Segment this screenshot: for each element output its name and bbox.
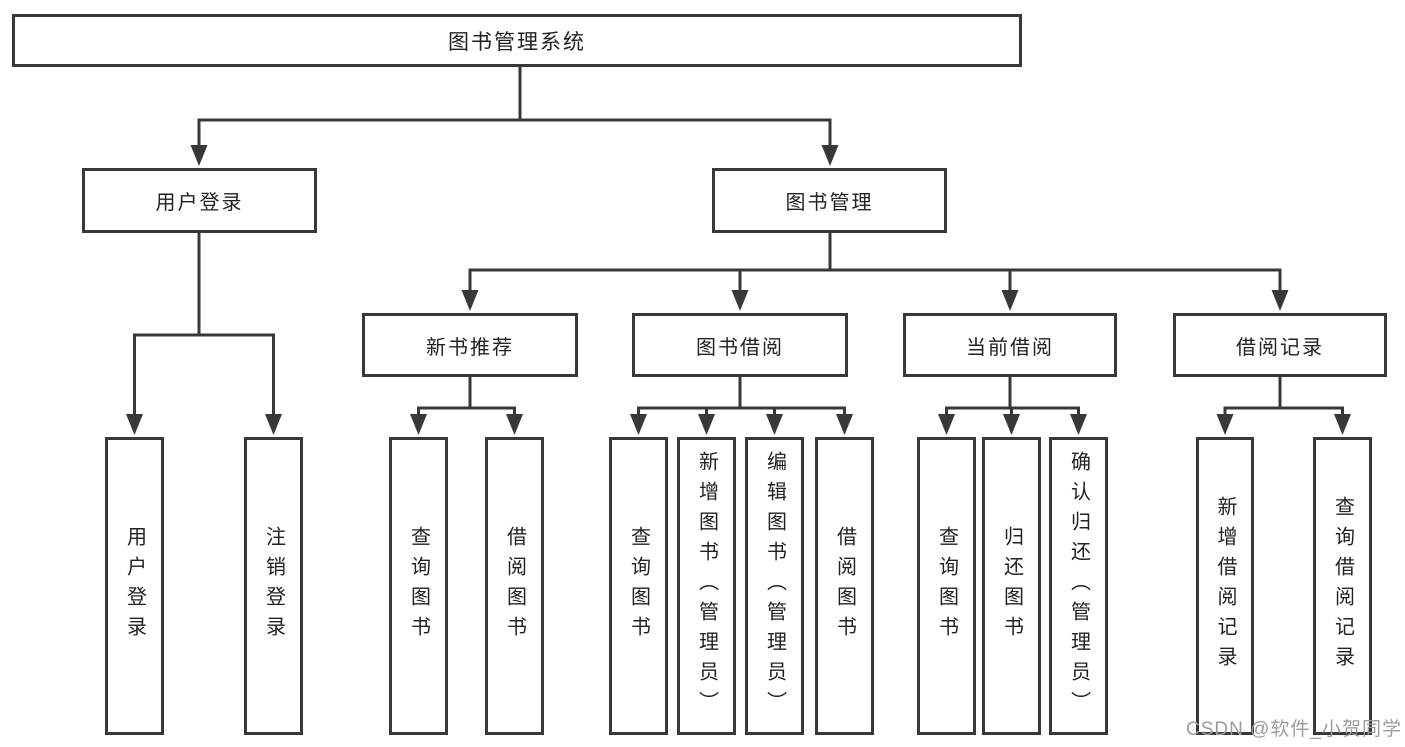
node-book-management: 图书管理: [712, 168, 947, 233]
arrowhead-down-icon: [126, 414, 143, 435]
leaf-logout: 注销登录: [244, 437, 303, 735]
arrowhead-down-icon: [1001, 290, 1019, 311]
leaf-add-borrow-record-label: 新增借阅记录: [1214, 496, 1236, 676]
node-borrow-records: 借阅记录: [1173, 313, 1387, 377]
node-new-book-recommend: 新书推荐: [362, 313, 578, 377]
leaf-query-book-1: 查询图书: [389, 437, 448, 735]
arrowhead-down-icon: [410, 414, 427, 435]
arrowhead-down-icon: [821, 145, 839, 166]
node-user-login: 用户登录: [82, 168, 317, 233]
leaf-borrow-book-1-label: 借阅图书: [503, 526, 526, 646]
leaf-user-login: 用户登录: [105, 437, 164, 735]
node-book-management-label: 图书管理: [785, 192, 874, 214]
leaf-query-book-2-label: 查询图书: [627, 526, 650, 646]
arrowhead-down-icon: [836, 414, 853, 435]
leaf-edit-book-admin: 编辑图书（管理员）: [745, 437, 804, 735]
leaf-query-book-3-label: 查询图书: [935, 526, 958, 646]
arrowhead-down-icon: [190, 145, 208, 166]
node-borrow-records-label: 借阅记录: [1236, 336, 1324, 359]
arrowhead-down-icon: [1334, 414, 1351, 435]
arrowhead-down-icon: [766, 414, 783, 435]
leaf-query-book-1-label: 查询图书: [407, 526, 430, 646]
leaf-edit-book-admin-label: 编辑图书（管理员）: [763, 451, 786, 721]
leaf-confirm-return-admin: 确认归还（管理员）: [1049, 437, 1108, 735]
node-book-borrow-label: 图书借阅: [696, 336, 784, 359]
leaf-add-book-admin-label: 新增图书（管理员）: [695, 451, 718, 721]
leaf-logout-label: 注销登录: [262, 526, 285, 646]
arrowhead-down-icon: [506, 414, 523, 435]
node-current-borrow-label: 当前借阅: [966, 336, 1054, 359]
node-root: 图书管理系统: [12, 14, 1022, 67]
node-user-login-label: 用户登录: [155, 192, 244, 214]
node-current-borrow: 当前借阅: [903, 313, 1117, 377]
arrowhead-down-icon: [938, 414, 955, 435]
leaf-query-book-3: 查询图书: [917, 437, 976, 735]
leaf-add-borrow-record: 新增借阅记录: [1196, 437, 1254, 735]
leaf-confirm-return-admin-label: 确认归还（管理员）: [1067, 451, 1090, 721]
arrowhead-down-icon: [1216, 414, 1234, 435]
leaf-user-login-label: 用户登录: [123, 526, 146, 646]
leaf-borrow-book-2-label: 借阅图书: [833, 526, 856, 646]
leaf-query-borrow-record: 查询借阅记录: [1313, 437, 1372, 735]
arrowhead-down-icon: [461, 290, 479, 311]
arrowhead-down-icon: [1070, 414, 1087, 435]
arrowhead-down-icon: [265, 414, 282, 435]
csdn-watermark: CSDN @软件_小贺同学: [1186, 719, 1402, 740]
node-book-borrow: 图书借阅: [632, 313, 848, 377]
arrowhead-down-icon: [698, 414, 715, 435]
leaf-return-book-label: 归还图书: [1000, 526, 1023, 646]
arrowhead-down-icon: [731, 290, 749, 311]
leaf-query-book-2: 查询图书: [609, 437, 668, 735]
arrowhead-down-icon: [1003, 414, 1020, 435]
leaf-query-borrow-record-label: 查询借阅记录: [1331, 496, 1354, 676]
leaf-return-book: 归还图书: [982, 437, 1041, 735]
arrowhead-down-icon: [630, 414, 647, 435]
arrowhead-down-icon: [1271, 290, 1289, 311]
leaf-borrow-book-1: 借阅图书: [485, 437, 544, 735]
leaf-borrow-book-2: 借阅图书: [815, 437, 874, 735]
node-root-label: 图书管理系统: [448, 30, 586, 54]
node-new-book-recommend-label: 新书推荐: [426, 336, 514, 359]
leaf-add-book-admin: 新增图书（管理员）: [677, 437, 736, 735]
